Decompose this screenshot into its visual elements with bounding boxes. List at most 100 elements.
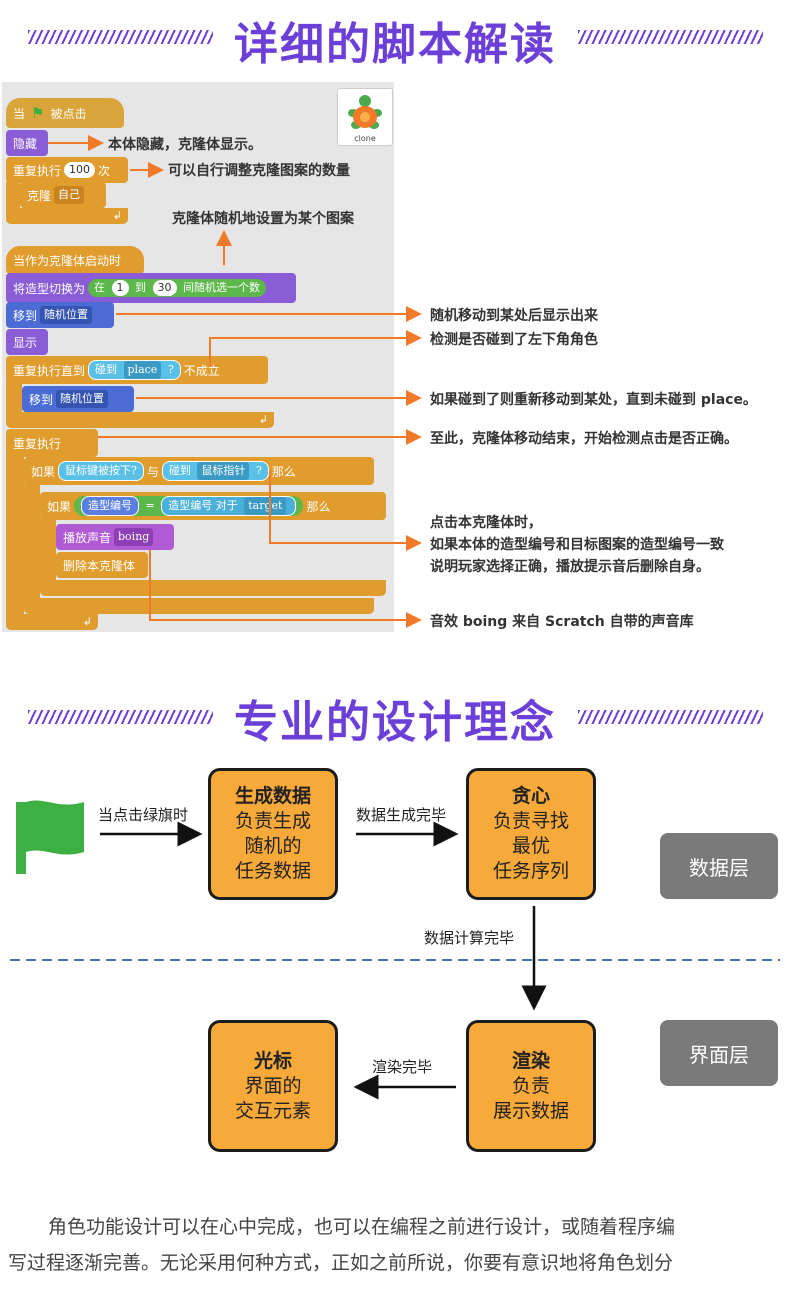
and-label: 与 <box>146 464 159 479</box>
mouse-pointer-dropdown[interactable]: 鼠标指针 <box>197 462 250 480</box>
show-block[interactable]: 显示 <box>6 329 48 355</box>
section-title-script: 详细的脚本解读 <box>234 19 556 70</box>
goto-random-block-2[interactable]: 移到 随机位置 <box>22 386 134 412</box>
render-line-1: 负责 <box>511 1074 550 1097</box>
times-label: 次 <box>98 163 111 178</box>
generate-data-line-3: 任务数据 <box>234 860 311 882</box>
cursor-line-2: 交互元素 <box>234 1099 311 1122</box>
if-costume-c-arm <box>40 518 56 582</box>
generate-data-title: 生成数据 <box>234 785 311 807</box>
section-title-design: 专业的设计理念 <box>234 697 556 748</box>
if-label-1: 如果 <box>31 464 56 479</box>
when-label: 当 <box>13 106 26 121</box>
annotation-retry-move: 如果碰到了则重新移动到某处，直到未碰到 place。 <box>430 392 757 408</box>
costume-of-target-reporter[interactable]: 造型编号 对于 target <box>161 496 297 516</box>
forever-c-foot: ↲ <box>6 614 98 630</box>
turtle-icon <box>348 95 382 129</box>
render-done-label: 渲染完毕 <box>372 1058 433 1076</box>
annotation-random-costume: 克隆体随机地设置为某个图案 <box>172 211 354 227</box>
annotation-click-line-1: 点击本克隆体时， <box>430 515 542 531</box>
annotation-click-line-2: 如果本体的造型编号和目标图案的造型编号一致 <box>430 537 724 553</box>
annotation-move-show: 随机移动到某处后显示出来 <box>430 308 598 324</box>
when-clone-start-block[interactable]: 当作为克隆体启动时 <box>6 246 144 274</box>
green-flag-icon <box>16 800 84 874</box>
forever-c-arm <box>6 454 24 620</box>
goto-target-dropdown-2[interactable]: 随机位置 <box>56 390 109 408</box>
ui-layer-badge: 界面层 <box>660 1020 778 1086</box>
costume-number-reporter[interactable]: 造型编号 <box>81 496 140 516</box>
greedy-title: 贪心 <box>511 785 550 807</box>
goto-target-dropdown[interactable]: 随机位置 <box>40 306 93 324</box>
repeat-until-c-foot: ↲ <box>6 412 274 428</box>
turtle-sprite-thumbnail: clone <box>337 88 393 146</box>
of-label: 对于 <box>215 499 238 512</box>
when-flag-clicked-block[interactable]: 当 ⚑ 被点击 <box>6 98 124 128</box>
paragraph-line-2: 写过程逐渐完善。无论采用何种方式，正如之前所说，你要有意识地将角色划分 <box>8 1252 674 1274</box>
if-costume-c-foot <box>40 580 386 596</box>
clone-target-dropdown[interactable]: 自己 <box>54 186 85 204</box>
clone-label: 克隆 <box>27 188 52 203</box>
annotation-click-line-3: 说明玩家选择正确，播放提示音后删除自身。 <box>430 559 710 575</box>
repeat-count[interactable]: 100 <box>64 162 96 178</box>
if-label-2: 如果 <box>47 499 72 514</box>
target-dropdown[interactable]: target <box>244 497 287 515</box>
data-computed-label: 数据计算完毕 <box>424 929 515 947</box>
touching-target-dropdown[interactable]: place <box>123 361 162 379</box>
paragraph-line-1: 角色功能设计可以在心中完成，也可以在编程之前进行设计，或随着程序编 <box>48 1216 676 1238</box>
title-decoration-left <box>28 30 213 44</box>
start-label: 当点击绿旗时 <box>98 806 189 824</box>
random-operator[interactable]: 在 1 到 30 间随机选一个数 <box>88 279 267 297</box>
question-mark: ? <box>167 363 174 376</box>
if-mouse-block[interactable]: 如果 鼠标键被按下? 与 碰到 鼠标指针 ? 那么 <box>24 457 374 485</box>
costume-number-label: 造型编号 <box>168 499 213 512</box>
greedy-line-1: 负责寻找 <box>492 810 569 832</box>
create-clone-block[interactable]: 克隆 自己 <box>20 182 106 208</box>
annotation-move-done: 至此，克隆体移动结束，开始检测点击是否正确。 <box>430 431 738 447</box>
annotation-arrows <box>48 135 422 628</box>
annotation-clone-count: 可以自行调整克隆图案的数量 <box>168 163 350 179</box>
mouse-down-condition[interactable]: 鼠标键被按下? <box>58 461 144 481</box>
repeat-c-foot: ↲ <box>6 208 128 224</box>
touching-condition[interactable]: 碰到 place ? <box>88 360 181 380</box>
hide-label: 隐藏 <box>13 136 38 151</box>
title-decoration-right <box>578 30 763 44</box>
repeat-until-label: 重复执行直到 <box>13 363 86 378</box>
play-sound-block[interactable]: 播放声音 boing <box>56 524 174 550</box>
goto-random-block[interactable]: 移到 随机位置 <box>6 302 114 328</box>
random-to-label: 到 <box>135 281 147 294</box>
touching-mouse-condition[interactable]: 碰到 鼠标指针 ? <box>161 461 269 481</box>
switch-costume-label: 将造型切换为 <box>13 281 86 296</box>
forever-block[interactable]: 重复执行 <box>6 429 98 457</box>
clone-start-label: 当作为克隆体启动时 <box>13 253 122 268</box>
not-true-label: 不成立 <box>183 363 220 378</box>
repeat-c-arm <box>6 182 20 212</box>
equals-sign: = <box>145 499 155 512</box>
repeat-label: 重复执行 <box>13 163 62 178</box>
sound-dropdown[interactable]: boing <box>114 528 154 546</box>
forever-label: 重复执行 <box>13 436 62 451</box>
cursor-title: 光标 <box>253 1049 292 1072</box>
random-max[interactable]: 30 <box>152 280 177 296</box>
render-line-2: 展示数据 <box>492 1099 569 1122</box>
greedy-line-2: 最优 <box>511 835 550 857</box>
then-label-2: 那么 <box>306 499 331 514</box>
hide-block[interactable]: 隐藏 <box>6 130 48 156</box>
generate-data-line-1: 负责生成 <box>234 810 311 832</box>
question-mark-2: ? <box>255 464 262 477</box>
if-costume-block[interactable]: 如果 造型编号 = 造型编号 对于 target 那么 <box>40 492 386 520</box>
clicked-label: 被点击 <box>50 106 87 121</box>
equals-operator[interactable]: 造型编号 = 造型编号 对于 target <box>74 496 304 516</box>
repeat-until-block[interactable]: 重复执行直到 碰到 place ? 不成立 <box>6 356 268 384</box>
repeat-block[interactable]: 重复执行 100 次 <box>6 157 128 183</box>
delete-clone-block[interactable]: 删除本克隆体 <box>56 552 148 578</box>
render-box: 渲染 负责 展示数据 <box>466 1020 596 1152</box>
switch-costume-block[interactable]: 将造型切换为 在 1 到 30 间随机选一个数 <box>6 273 296 303</box>
data-generated-label: 数据生成完毕 <box>356 806 447 824</box>
touching-label-2: 碰到 <box>168 464 191 477</box>
greedy-line-3: 任务序列 <box>492 860 569 882</box>
greedy-box: 贪心 负责寻找 最优 任务序列 <box>466 768 596 900</box>
touching-label: 碰到 <box>95 363 118 376</box>
cursor-box: 光标 界面的 交互元素 <box>208 1020 338 1152</box>
random-min[interactable]: 1 <box>111 280 129 296</box>
title-decoration-left-2 <box>28 710 213 724</box>
